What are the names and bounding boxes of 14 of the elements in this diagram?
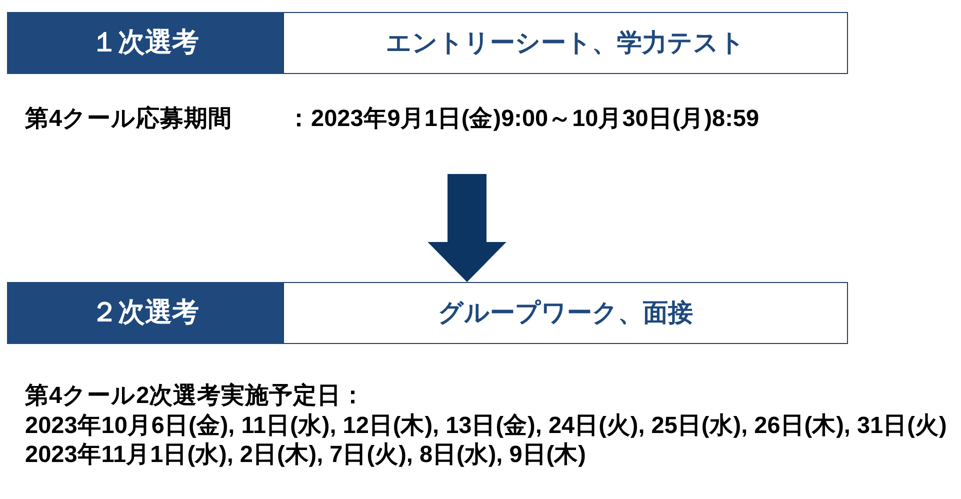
stage-content-text: エントリーシート、学力テスト: [386, 28, 745, 58]
schedule-dates: 2023年10月6日(金), 11日(水), 12日(木), 13日(金), 24日(火), 25日(水), 26日(木), 31日(火): [25, 411, 947, 439]
stage-header-box: [7, 282, 283, 344]
stage-header-box: [7, 12, 283, 74]
schedule-dates: 2023年11月1日(水), 2日(木), 7日(火), 8日(水), 9日(木): [25, 440, 586, 468]
stage-title: ２次選考: [91, 297, 199, 329]
period-heading: 第4クール応募期間: [25, 104, 232, 132]
stage-content-text: グループワーク、面接: [438, 298, 693, 328]
schedule-heading: 第4クール2次選考実施予定日：: [25, 381, 366, 409]
stage-title: １次選考: [91, 27, 199, 59]
stage-content-box: [283, 12, 848, 74]
down-arrow: [428, 174, 506, 282]
period-dates: ：2023年9月1日(金)9:00～10月30日(月)8:59: [287, 104, 760, 132]
stage-content-box: [283, 282, 848, 344]
